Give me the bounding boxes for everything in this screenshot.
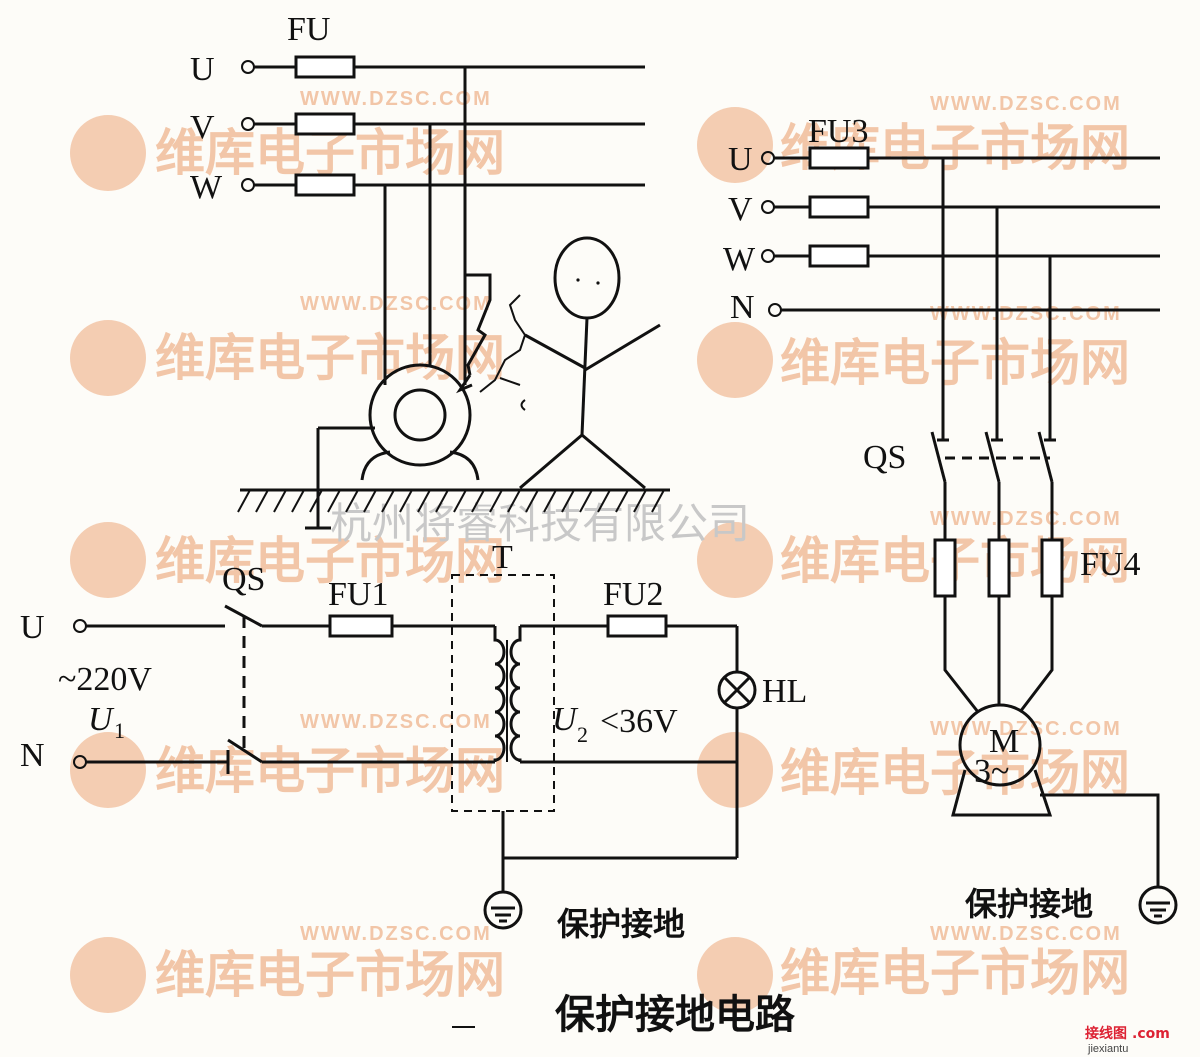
motor-sub-label: 3~ <box>974 753 1009 790</box>
earth-ground <box>237 480 670 530</box>
u2-label: U <box>552 701 579 738</box>
motor-icon <box>316 363 480 481</box>
watermark-url: WWW.DZSC.COM <box>300 293 492 315</box>
transformer-label: T <box>492 539 513 576</box>
watermark-brand: 维库电子市场网 <box>155 742 505 800</box>
watermark-4: 维库电子市场网 WWW.DZSC.COM <box>697 303 1130 398</box>
lamp-label: HL <box>762 673 807 710</box>
motor-m-icon: M 3~ <box>951 703 1053 817</box>
terminal-u <box>73 619 87 633</box>
watermark-7: 维库电子市场网 WWW.DZSC.COM <box>70 711 505 808</box>
terminal-u <box>241 60 255 74</box>
watermark-brand: 维库电子市场网 <box>780 334 1130 392</box>
watermark-url: WWW.DZSC.COM <box>300 923 492 945</box>
fuse-u <box>808 146 870 170</box>
phase-label-u: U <box>190 51 215 88</box>
fuse4-b <box>987 538 1011 598</box>
watermark-brand: 维库电子市场网 <box>780 944 1130 1002</box>
right-circuit: FU3 U V W N QS <box>723 113 1178 925</box>
watermark-3: 维库电子市场网 WWW.DZSC.COM <box>70 293 505 396</box>
lamp-icon <box>717 670 757 710</box>
watermark-layer: 维库电子市场网 WWW.DZSC.COM 维库电子市场网 WWW.DZSC.CO… <box>70 88 1130 1013</box>
fuse1 <box>328 614 394 638</box>
watermark-url: WWW.DZSC.COM <box>930 93 1122 115</box>
phase-label-w: W <box>190 169 223 206</box>
fuse-label-fu: FU <box>287 11 330 48</box>
line-label-u: U <box>20 609 45 646</box>
corner-brand-com: .com <box>1132 1026 1170 1042</box>
watermark-url: WWW.DZSC.COM <box>930 508 1122 530</box>
corner-brand-url: jiexiantu <box>1087 1043 1128 1055</box>
fuse4-c <box>1040 538 1064 598</box>
input-voltage-label: ~220V <box>58 661 152 698</box>
terminal-n <box>768 303 782 317</box>
fault-arc-icon <box>465 273 492 376</box>
u2-value-label: <36V <box>600 703 678 740</box>
phase-label-u: U <box>728 141 753 178</box>
watermark-1: 维库电子市场网 WWW.DZSC.COM <box>70 88 505 191</box>
ground-icon <box>1138 885 1178 925</box>
fuse4-a <box>933 538 957 598</box>
fuse2 <box>606 614 668 638</box>
person-icon <box>479 236 661 490</box>
watermark-6: 维库电子市场网 WWW.DZSC.COM <box>697 508 1130 598</box>
fuse-label-fu4: FU4 <box>1080 546 1140 583</box>
watermark-url: WWW.DZSC.COM <box>300 711 492 733</box>
phase-label-v: V <box>728 191 753 228</box>
fuse-u <box>294 55 356 79</box>
phase-label-v: V <box>190 109 215 146</box>
ground-label-right: 保护接地 <box>965 885 1093 923</box>
fuse-label-fu1: FU1 <box>328 576 388 613</box>
ground-icon <box>483 880 523 930</box>
watermark-2: 维库电子市场网 WWW.DZSC.COM <box>697 93 1130 183</box>
watermark-company: 杭州将睿科技有限公司 <box>330 499 750 548</box>
fuse-w <box>808 244 870 268</box>
watermark-brand: 维库电子市场网 <box>155 946 505 1004</box>
terminal-v <box>761 200 775 214</box>
fuse-label-fu3: FU3 <box>808 113 868 150</box>
u2-subscript: 2 <box>577 722 588 747</box>
watermark-url: WWW.DZSC.COM <box>930 923 1122 945</box>
fuse-v <box>294 112 356 136</box>
bottom-left-circuit: U N ~220V U 1 QS FU1 T <box>20 539 807 943</box>
line-label-n: N <box>20 737 45 774</box>
watermark-8: 维库电子市场网 WWW.DZSC.COM <box>697 718 1130 808</box>
watermark-brand: 维库电子市场网 <box>780 744 1130 802</box>
switch-qs <box>86 604 495 774</box>
watermark-9: 维库电子市场网 WWW.DZSC.COM <box>70 923 505 1013</box>
watermark-url: WWW.DZSC.COM <box>300 88 492 110</box>
fuse-w <box>294 173 356 197</box>
fuse-label-fu2: FU2 <box>603 576 663 613</box>
diagram-title: 保护接地电路 <box>555 992 796 1038</box>
u1-label: U <box>88 701 115 738</box>
switch-qs <box>930 431 1054 540</box>
ground-label-left: 保护接地 <box>557 905 685 943</box>
watermark-url: WWW.DZSC.COM <box>930 303 1122 325</box>
switch-label-qs: QS <box>863 439 906 476</box>
corner-brand-cn: 接线图 <box>1085 1025 1127 1042</box>
fuse-v <box>808 195 870 219</box>
terminal-w <box>761 249 775 263</box>
phase-label-w: W <box>723 241 756 278</box>
watermark-10: 维库电子市场网 WWW.DZSC.COM <box>697 923 1130 1013</box>
u1-subscript: 1 <box>114 718 125 743</box>
switch-label-qs: QS <box>222 561 265 598</box>
transformer-icon <box>451 574 555 880</box>
watermark-brand: 维库电子市场网 <box>155 532 505 590</box>
top-left-circuit: FU U V W <box>190 11 670 530</box>
watermark-brand: 维库电子市场网 <box>155 329 505 387</box>
corner-brand: 接线图 .com jiexiantu <box>1085 1025 1170 1055</box>
watermark-url: WWW.DZSC.COM <box>930 718 1122 740</box>
watermark-5: 维库电子市场网 <box>70 522 505 598</box>
phase-label-n: N <box>730 289 755 326</box>
motor-label: M <box>989 723 1019 760</box>
